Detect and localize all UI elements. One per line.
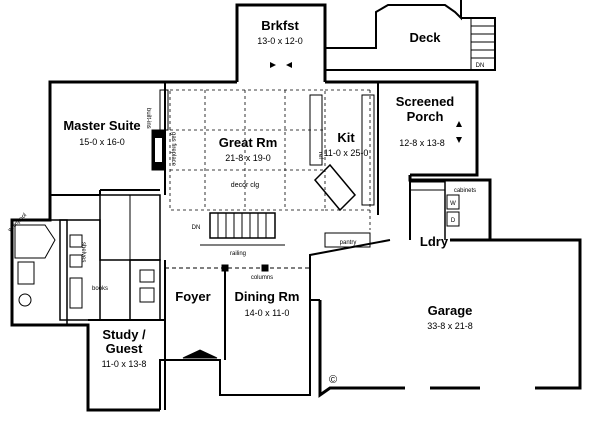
- label-gas-fireplace: gas fireplace: [170, 132, 176, 167]
- label-books: books: [92, 286, 108, 292]
- porch-door-arrows-icon: [456, 121, 462, 143]
- room-dims-brkfst: 13-0 x 12-0: [257, 36, 303, 46]
- label-railing: railing: [230, 251, 246, 257]
- room-name-foyer: Foyer: [175, 289, 210, 304]
- label-deck-dn: DN: [476, 63, 485, 69]
- label-ref: ref: [317, 152, 323, 159]
- label-built-ins: built-ins: [145, 108, 151, 129]
- label-stair-dn: DN: [192, 225, 201, 231]
- room-dims-garage: 33-8 x 21-8: [427, 321, 473, 331]
- label-decor-clg: decor clg: [231, 182, 260, 189]
- copyright-mark: ©: [329, 374, 337, 386]
- label-washer: W: [450, 201, 456, 207]
- label-pantry: pantry: [340, 240, 357, 246]
- room-name-screened: Screened: [396, 94, 455, 109]
- room-dims-master-suite: 15-0 x 16-0: [79, 137, 125, 147]
- room-name-guest: Guest: [106, 341, 144, 356]
- room-dims-great-rm: 21-8 x 19-0: [225, 153, 271, 163]
- room-name-deck: Deck: [409, 30, 441, 45]
- room-name-great-rm: Great Rm: [219, 135, 278, 150]
- room-name-garage: Garage: [428, 303, 473, 318]
- room-dims-porch: 12-8 x 13-8: [399, 138, 445, 148]
- label-whirlpool: whirlpool: [6, 212, 28, 234]
- room-name-study: Study /: [102, 327, 146, 342]
- room-dims-kit: 11-0 x 25-0: [324, 148, 369, 158]
- room-dims-dining-rm: 14-0 x 11-0: [245, 308, 290, 318]
- room-name-kit: Kit: [337, 130, 355, 145]
- label-columns: columns: [251, 275, 273, 281]
- deck-stairs: [470, 18, 495, 70]
- room-name-porch: Porch: [407, 109, 444, 124]
- room-name-ldry: Ldry: [420, 234, 449, 249]
- room-name-brkfst: Brkfst: [261, 18, 299, 33]
- exterior-walls: [10, 0, 582, 412]
- room-name-dining-rm: Dining Rm: [235, 289, 300, 304]
- room-name-master-suite: Master Suite: [63, 118, 140, 133]
- label-cabinets: cabinets: [454, 188, 476, 194]
- interior-walls: [11, 82, 480, 410]
- label-shelves: shelves: [80, 242, 86, 262]
- brkfst-door-arrows-icon: [270, 62, 292, 68]
- room-dims-study: 11-0 x 13-8: [102, 359, 147, 369]
- label-dryer: D: [451, 218, 456, 224]
